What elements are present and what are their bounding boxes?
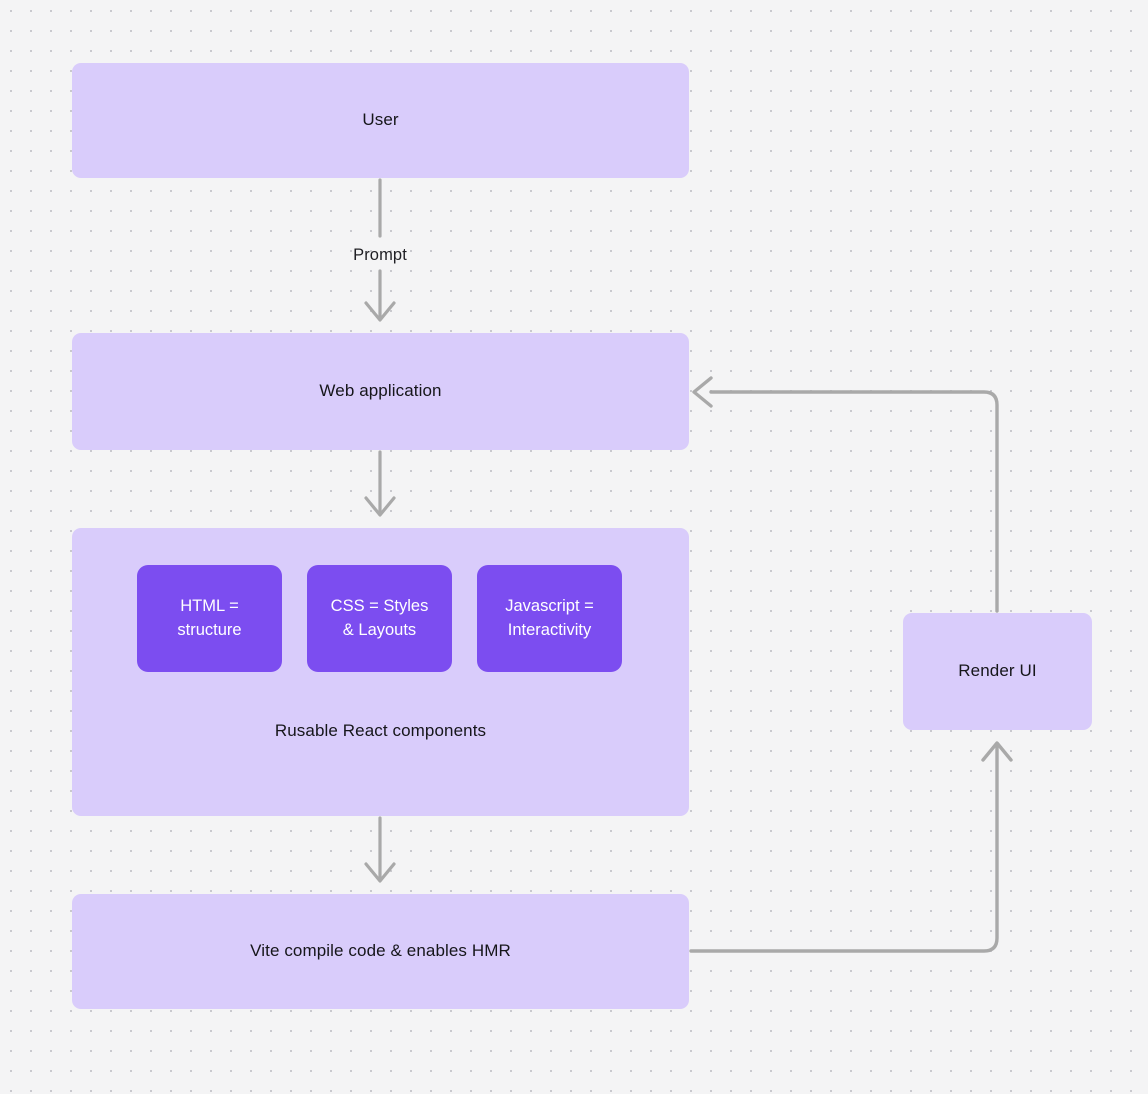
node-css[interactable]: CSS = Styles & Layouts [307,565,452,672]
node-user-label: User [362,110,399,130]
node-components-group-caption-text: Rusable React components [274,721,487,740]
edge-components-to-vite [364,816,396,883]
edge-label-prompt-text: Prompt [353,246,407,264]
edge-vite-to-render-ui [689,741,1013,953]
node-web-application[interactable]: Web application [72,333,689,450]
node-javascript[interactable]: Javascript = Interactivity [477,565,622,672]
node-web-application-label: Web application [319,381,442,401]
node-html[interactable]: HTML = structure [137,565,282,672]
node-render-ui-label: Render UI [958,661,1037,681]
node-components-group-caption: Rusable React components [72,721,689,741]
edge-web-application-to-components [364,450,396,517]
node-vite[interactable]: Vite compile code & enables HMR [72,894,689,1009]
node-user[interactable]: User [72,63,689,178]
edge-label-prompt: Prompt [330,246,430,265]
node-components-group[interactable]: HTML = structure CSS = Styles & Layouts … [72,528,689,816]
node-javascript-label: Javascript = Interactivity [505,597,594,639]
node-render-ui[interactable]: Render UI [903,613,1092,730]
node-css-label: CSS = Styles & Layouts [330,597,429,639]
node-html-label: HTML = structure [177,597,242,639]
edge-render-ui-to-web-application [692,376,999,613]
node-vite-label: Vite compile code & enables HMR [250,941,511,961]
